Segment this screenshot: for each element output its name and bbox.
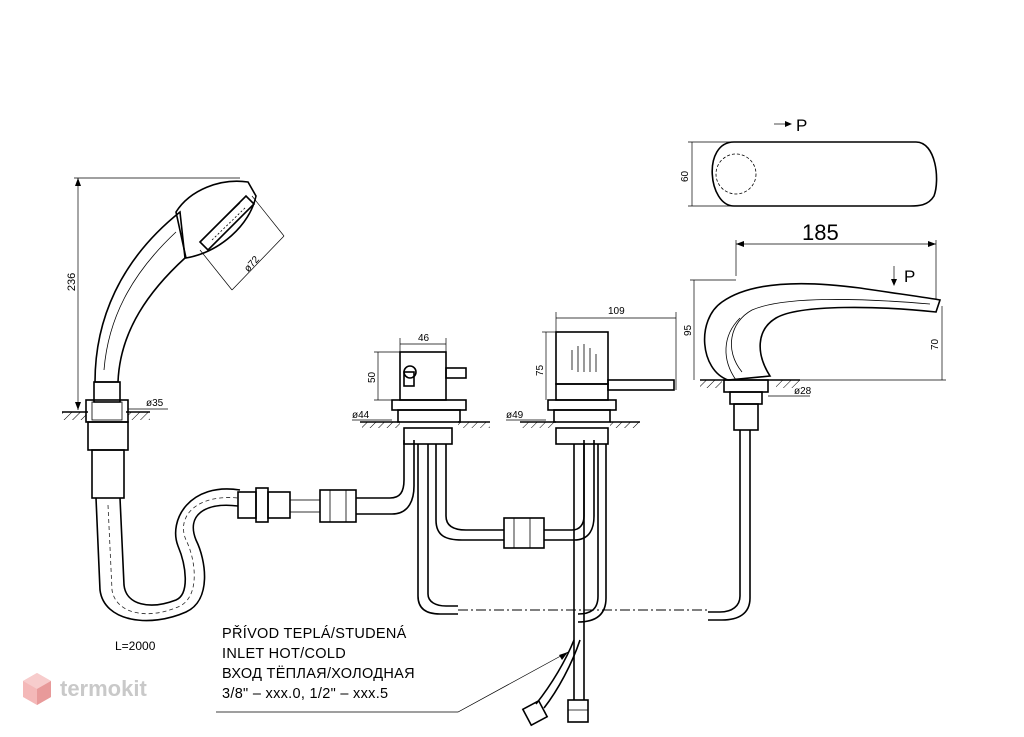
dim-spout-length: 185 xyxy=(802,220,839,245)
hand-shower: 236 ø72 ø35 xyxy=(62,177,285,499)
dim-mixer-height: 75 xyxy=(535,364,546,376)
dim-mixer-base-dia: ø49 xyxy=(506,410,524,421)
termokit-logo-icon xyxy=(23,673,51,705)
spout: 185 95 70 ø28 P xyxy=(683,220,946,621)
dim-shower-head-dia: ø72 xyxy=(242,254,262,274)
inlet-note: PŘÍVOD TEPLÁ/STUDENÁ INLET HOT/COLD ВХОД… xyxy=(216,625,569,713)
dim-spout-top-width: 60 xyxy=(680,170,691,182)
note-line-1: PŘÍVOD TEPLÁ/STUDENÁ xyxy=(222,625,407,642)
pipe-coupling xyxy=(503,440,595,549)
dim-spout-height: 95 xyxy=(683,324,694,336)
watermark: termokit xyxy=(22,672,147,706)
mixer: 109 75 ø49 xyxy=(506,306,677,727)
dim-valve-width: 46 xyxy=(418,333,430,344)
dim-spout-base-dia: ø28 xyxy=(794,386,812,397)
dim-shower-base-dia: ø35 xyxy=(146,398,164,409)
spout-top-view: 60 P xyxy=(680,116,938,207)
note-line-2: INLET HOT/COLD xyxy=(222,646,346,662)
view-marker-side: P xyxy=(904,267,915,286)
dim-spout-outlet-height: 70 xyxy=(930,338,941,350)
dim-valve-height: 50 xyxy=(367,371,378,383)
diverter-valve: 46 50 ø44 xyxy=(352,333,504,615)
note-line-4: 3/8" – xxx.0, 1/2" – xxx.5 xyxy=(222,686,388,702)
dim-shower-height: 236 xyxy=(66,273,78,291)
dim-mixer-width: 109 xyxy=(608,306,625,317)
note-line-3: ВХОД ТЁПЛАЯ/ХОЛОДНАЯ xyxy=(222,665,415,682)
shower-hose: L=2000 xyxy=(95,440,415,653)
view-marker-top: P xyxy=(796,116,807,135)
dim-valve-base-dia: ø44 xyxy=(352,410,370,421)
dim-hose-length: L=2000 xyxy=(115,639,156,653)
brand-name: termokit xyxy=(60,676,147,701)
